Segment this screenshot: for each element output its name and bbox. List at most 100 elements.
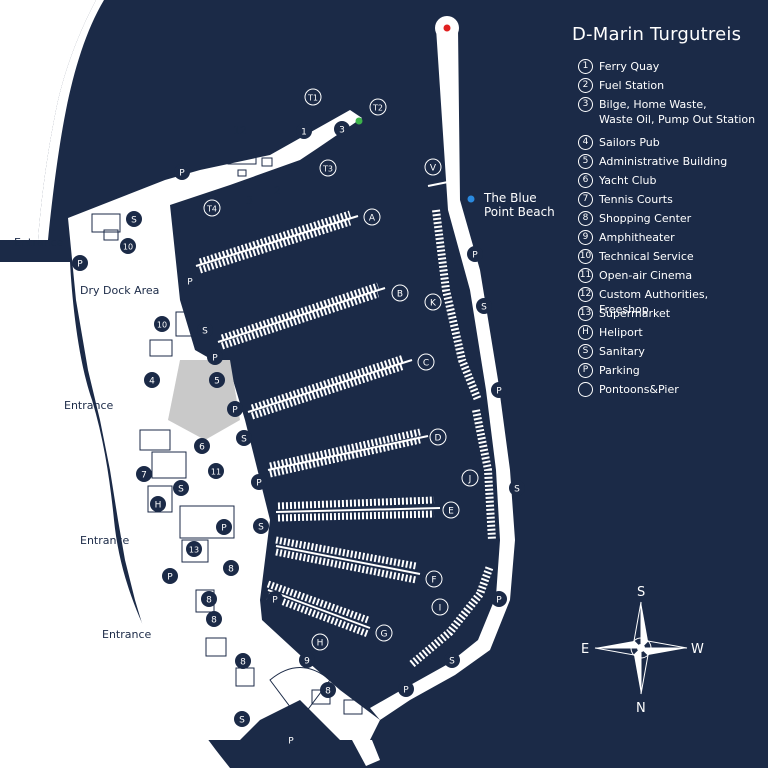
marker-parking-label: P <box>496 387 502 397</box>
marker-seven-circle <box>136 466 152 482</box>
pontoon-D-label: D <box>435 434 442 444</box>
marker-parking-label: P <box>403 686 409 696</box>
legend-label: Pontoons&Pier <box>599 383 679 396</box>
marker-sanitary-circle <box>234 711 250 727</box>
marker-parking-circle <box>491 382 507 398</box>
marker-parking-label: P <box>167 573 173 583</box>
marker-parking-label: P <box>221 524 227 534</box>
green-dot <box>355 117 363 125</box>
marker-sanitary-circle <box>197 322 213 338</box>
pontoon-G-label: G <box>381 630 388 640</box>
marker-eight-label: 8 <box>211 616 217 626</box>
legend-symbol: H <box>578 325 593 340</box>
marker-thirteen-label: 13 <box>189 546 199 555</box>
marker-parking-label: P <box>288 737 294 747</box>
marker-ten-circle <box>154 316 170 332</box>
legend-label: Supermarket <box>599 307 671 320</box>
legend-symbol: 3 <box>578 97 593 112</box>
legend-symbol: S <box>578 344 593 359</box>
legend-symbol <box>578 382 593 397</box>
marker-three-label: 3 <box>339 126 345 136</box>
marker-parking-label: P <box>272 596 278 606</box>
marker-heli-label: H <box>317 639 324 649</box>
legend-label: Sanitary <box>599 345 645 358</box>
marker-one-circle <box>296 123 312 139</box>
marker-t1-label: T1 <box>307 94 318 103</box>
marker-sanitary-label: S <box>178 485 184 495</box>
compass-e: E <box>581 642 589 657</box>
marker-parking-circle <box>227 401 243 417</box>
legend-label: Parking <box>599 364 640 377</box>
marker-four-circle <box>144 372 160 388</box>
legend-label: Amphitheater <box>599 231 675 244</box>
marker-sanitary-circle <box>126 211 142 227</box>
marker-eleven-circle <box>208 463 224 479</box>
legend-symbol: 1 <box>578 59 593 74</box>
compass-w: W <box>691 642 704 657</box>
legend-label: Ferry Quay <box>599 60 660 73</box>
marker-heli-circle <box>311 633 329 651</box>
marker-parking-label: P <box>77 260 83 270</box>
dry-dock-label: Dry Dock Area <box>80 284 159 297</box>
marker-ten-label: 10 <box>123 243 133 252</box>
marker-ten-label: 10 <box>157 321 167 330</box>
marker-parking-circle <box>72 255 88 271</box>
marker-one-label: 1 <box>301 128 307 138</box>
marker-parking-label: P <box>472 251 478 261</box>
marker-thirteen-circle <box>186 541 202 557</box>
legend-label: Yacht Club <box>599 174 657 187</box>
bilge-label: 3 <box>246 194 253 207</box>
legend-item: 1 Ferry Quay <box>578 59 758 78</box>
legend-item: S Sanitary <box>578 344 758 363</box>
compass-s: S <box>637 585 645 600</box>
legend-item: 6 Yacht Club <box>578 173 758 192</box>
marker-ten-circle <box>120 238 136 254</box>
legend-item: P Parking <box>578 363 758 382</box>
marker-sanitary-label: S <box>241 435 247 445</box>
marker-sanitary-circle <box>253 518 269 534</box>
entrance-label-1: Entrance <box>14 236 64 249</box>
marker-eleven-label: 11 <box>211 468 221 477</box>
blue-dot <box>467 195 475 203</box>
beach-label-line1: The Blue <box>483 191 537 205</box>
marker-five-circle <box>209 372 225 388</box>
pontoon-V-label: V <box>430 164 437 174</box>
marker-t4-circle <box>203 199 221 217</box>
legend-label: Administrative Building <box>599 155 728 168</box>
pontoon-I-label: I <box>439 604 442 614</box>
legend-symbol: 2 <box>578 78 593 93</box>
marker-parking-circle <box>162 568 178 584</box>
marker-t1-circle <box>304 88 322 106</box>
legend-label: Open-air Cinema <box>599 269 693 282</box>
pontoon-D-circle <box>429 428 447 446</box>
marker-sanitary-circle <box>236 430 252 446</box>
marker-seven-label: 7 <box>141 471 147 481</box>
legend-symbol: P <box>578 363 593 378</box>
compass-n: N <box>636 701 646 716</box>
pontoon-C-circle <box>417 353 435 371</box>
marker-eight-circle <box>223 560 239 576</box>
entrance-label-4: Entrance <box>102 628 152 641</box>
marker-sanitary-label: S <box>449 657 455 667</box>
pontoon-K-circle <box>424 293 442 311</box>
legend-symbol: 6 <box>578 173 593 188</box>
pontoon-E-label: E <box>448 507 454 517</box>
marker-eight-label: 8 <box>240 658 246 668</box>
marker-parking-label: P <box>179 169 185 179</box>
entrance-label-2: Entrance <box>64 399 114 412</box>
marker-eight-label: 8 <box>325 687 331 697</box>
legend-label: Custom Authorities, Freeshop <box>599 288 709 316</box>
pontoon-J-label: J <box>468 475 472 485</box>
